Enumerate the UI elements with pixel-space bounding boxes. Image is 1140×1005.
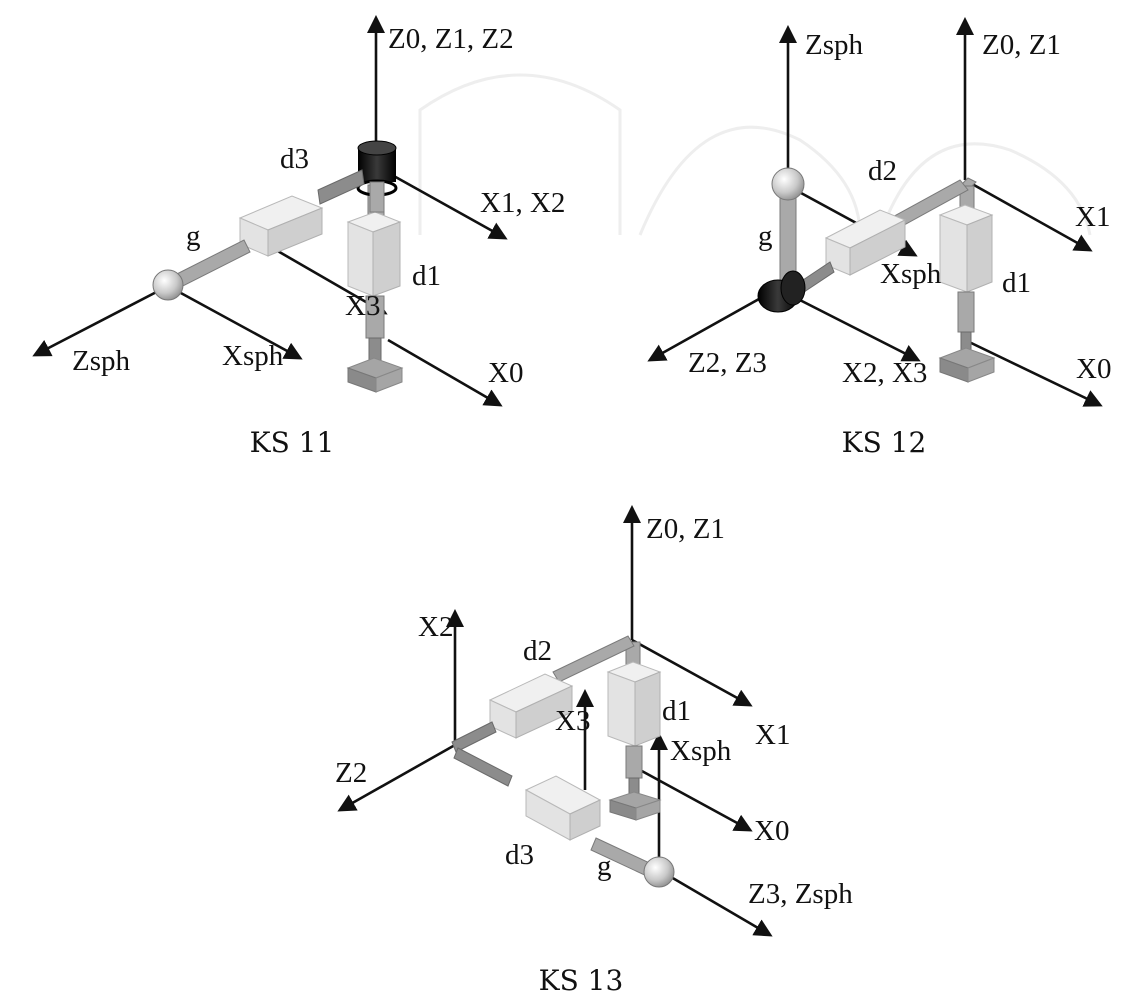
label-g: g	[186, 220, 201, 252]
axis-z2	[337, 743, 456, 812]
label-xsph: Xsph	[670, 735, 732, 767]
caption-ks13: KS 13	[539, 964, 624, 997]
label-z0-z1-z2: Z0, Z1, Z2	[388, 23, 514, 55]
label-z0-z1: Z0, Z1	[646, 513, 725, 545]
panel-ks13: Z0, Z1 X2 d2 X1 X3 d1 Xsph Z2 X0 d3 g Z3…	[335, 504, 853, 997]
label-z3-zsph: Z3, Zsph	[748, 878, 853, 910]
revolute-joint	[356, 140, 398, 213]
axis-x0	[387, 338, 503, 407]
label-d2: d2	[868, 155, 897, 187]
label-g: g	[758, 220, 773, 252]
prismatic-joint-d2	[451, 635, 635, 753]
axis-x1	[964, 178, 1093, 252]
label-x1: X1	[755, 719, 790, 751]
panel-ks12: Zsph Z0, Z1 d2 g X1 Xsph d1 Z2, Z3 X2, X…	[647, 16, 1111, 459]
panel-ks11: Z0, Z1, Z2 X1, X2 d3 g d1 X3 Zsph Xsph X…	[32, 14, 565, 459]
axis-x0	[964, 338, 1103, 407]
label-zsph: Zsph	[72, 345, 131, 377]
prismatic-joint-d3	[152, 169, 365, 301]
label-xsph: Xsph	[880, 258, 942, 290]
label-zsph: Zsph	[805, 29, 864, 61]
label-z2-z3: Z2, Z3	[688, 347, 767, 379]
axis-xsph	[167, 284, 303, 360]
axis-x0	[639, 768, 753, 832]
label-d3: d3	[505, 839, 534, 871]
label-d2: d2	[523, 635, 552, 667]
label-g: g	[597, 850, 612, 882]
prismatic-joint-d2	[799, 179, 969, 293]
prismatic-joint-d1	[346, 184, 404, 393]
label-d1: d1	[1002, 267, 1031, 299]
caption-ks12: KS 12	[842, 426, 927, 459]
axis-x1-x2	[391, 173, 508, 240]
label-z2: Z2	[335, 757, 367, 789]
label-d1: d1	[412, 260, 441, 292]
prismatic-joint-d1	[606, 641, 662, 821]
label-d1: d1	[662, 695, 691, 727]
label-x1-x2: X1, X2	[480, 187, 565, 219]
revolute-joint-g	[757, 167, 806, 313]
caption-ks11: KS 11	[250, 426, 335, 459]
axis-z3-zsph	[658, 868, 773, 937]
label-x0: X0	[754, 815, 789, 847]
label-x2-x3: X2, X3	[842, 357, 927, 389]
label-x3: X3	[345, 290, 380, 322]
axis-x1	[631, 638, 753, 707]
axis-x2-x3	[789, 293, 921, 362]
label-x0: X0	[1076, 353, 1111, 385]
label-x3: X3	[555, 705, 590, 737]
label-x0: X0	[488, 357, 523, 389]
axis-zsph	[32, 284, 169, 357]
prismatic-joint-d3	[453, 747, 675, 888]
axis-z2-z3	[647, 288, 776, 362]
label-z0-z1: Z0, Z1	[982, 29, 1061, 61]
label-d3: d3	[280, 143, 309, 175]
label-x2: X2	[418, 611, 453, 643]
label-xsph: Xsph	[222, 340, 284, 372]
label-x1: X1	[1075, 201, 1110, 233]
